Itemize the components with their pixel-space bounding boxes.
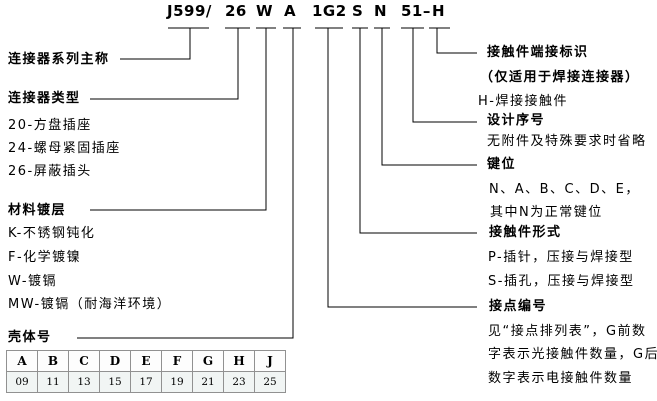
shell-size-table: A B C D E F G H J 09 11 13 15 17 19 21 2…: [6, 350, 286, 393]
shell-header-cell: E: [130, 350, 162, 372]
code-segment-form: S: [352, 2, 364, 20]
shell-value-cell: 09: [6, 371, 38, 393]
contact-number-note-1: 见“接点排列表”，G前数: [488, 324, 647, 339]
shell-title: 壳体号: [8, 330, 52, 345]
code-segment-design: 51–: [401, 2, 431, 20]
shell-header-cell: J: [254, 350, 286, 372]
key-title: 键位: [487, 157, 517, 172]
plating-item-f: F-化学镀镍: [8, 250, 82, 265]
type-item-26: 26-屏蔽插头: [8, 164, 92, 179]
contact-item-p: P-插针，压接与焊接型: [488, 250, 634, 265]
shell-value-cell: 21: [192, 371, 224, 393]
design-note: 无附件及特殊要求时省略: [487, 134, 647, 149]
plating-item-w: W-镀镉: [8, 274, 58, 289]
series-title: 连接器系列主称: [8, 52, 110, 67]
code-segment-series: J599/: [167, 2, 212, 20]
line-series: [120, 28, 191, 60]
line-termination: [436, 28, 477, 54]
type-item-20: 20-方盘插座: [8, 118, 92, 133]
code-segment-type: 26: [225, 2, 247, 20]
shell-value-cell: 17: [130, 371, 162, 393]
contact-number-note-3: 数字表示电接触件数量: [488, 371, 634, 386]
shell-value-cell: 25: [254, 371, 286, 393]
line-shell: [77, 28, 294, 339]
plating-item-mw: MW-镀镉（耐海洋环境）: [8, 297, 172, 312]
shell-table-header-row: A B C D E F G H J: [6, 350, 286, 372]
contact-item-s: S-插孔，压接与焊接型: [488, 274, 635, 289]
plating-title: 材料镀层: [8, 203, 67, 218]
contact-number-note-2: 字表示光接触件数量，G后: [488, 347, 657, 362]
shell-header-cell: D: [99, 350, 131, 372]
shell-value-cell: 19: [161, 371, 193, 393]
line-plating: [90, 28, 267, 211]
type-title: 连接器类型: [8, 91, 81, 106]
termination-item-h: H-焊接接触件: [478, 94, 568, 109]
shell-value-cell: 13: [68, 371, 100, 393]
design-title: 设计序号: [487, 113, 546, 128]
code-segment-termination: H: [432, 2, 446, 20]
line-design-serial: [412, 28, 477, 123]
shell-table-value-row: 09 11 13 15 17 19 21 23 25: [6, 371, 286, 393]
code-segment-number: 1G2: [312, 2, 347, 20]
shell-header-cell: A: [6, 350, 38, 372]
shell-value-cell: 23: [223, 371, 255, 393]
shell-value-cell: 11: [37, 371, 69, 393]
termination-title: 接触件端接标识: [487, 45, 589, 60]
termination-note: （仅适用于焊接连接器）: [480, 70, 640, 85]
code-segment-key: N: [374, 2, 388, 20]
shell-header-cell: F: [161, 350, 193, 372]
code-segment-shell: A: [284, 2, 297, 20]
key-options: N、A、B、C、D、E，: [489, 182, 640, 197]
shell-header-cell: C: [68, 350, 100, 372]
plating-item-k: K-不锈钢钝化: [8, 226, 96, 241]
shell-header-cell: H: [223, 350, 255, 372]
line-key-position: [381, 28, 477, 166]
code-segment-plating: W: [256, 2, 274, 20]
shell-header-cell: B: [37, 350, 69, 372]
contact-form-title: 接触件形式: [489, 225, 562, 240]
shell-value-cell: 15: [99, 371, 131, 393]
contact-number-title: 接点编号: [489, 299, 548, 314]
type-item-24: 24-螺母紧固插座: [8, 141, 121, 156]
line-type: [90, 28, 239, 100]
key-normal-note: 其中N为正常键位: [490, 205, 603, 220]
shell-header-cell: G: [192, 350, 224, 372]
line-contact-form: [359, 28, 477, 234]
line-contact-number: [327, 28, 477, 308]
